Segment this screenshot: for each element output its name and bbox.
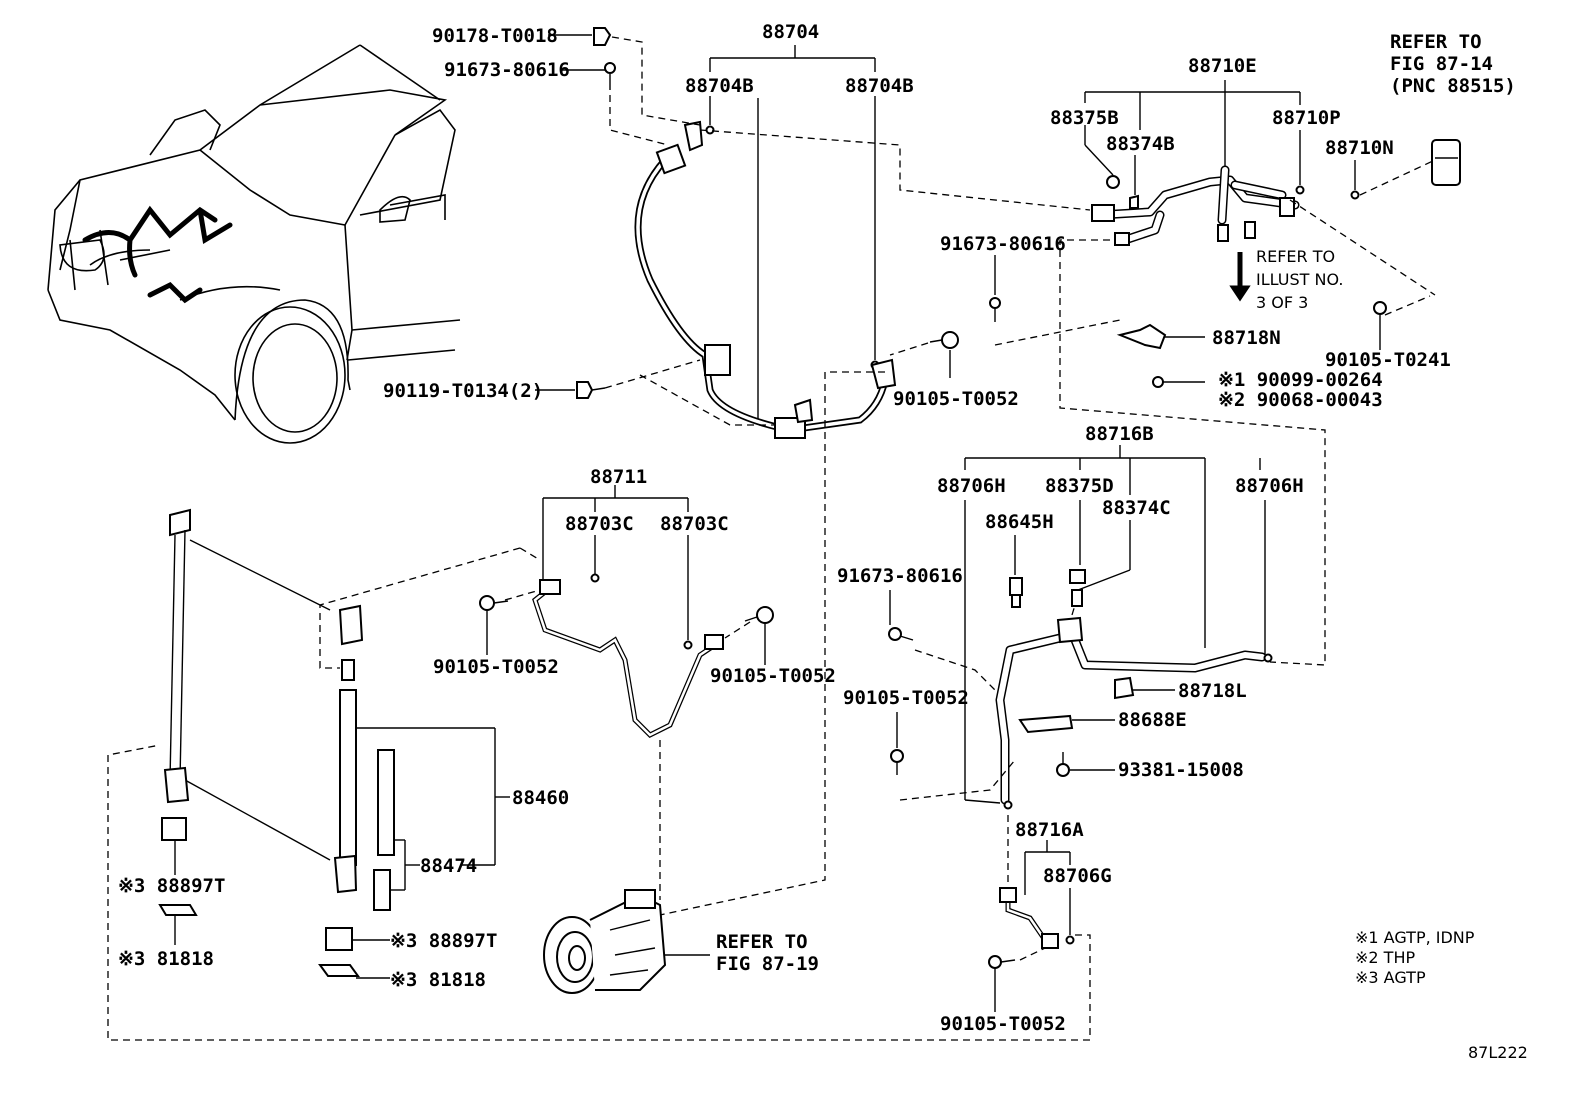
refer-fig-87-14-line2[interactable]: FIG 87-14: [1390, 53, 1493, 75]
diagram-id: 87L222: [1468, 1043, 1528, 1062]
pipe-88716B-group: [888, 445, 1273, 810]
label-88704B-right[interactable]: 88704B: [845, 75, 914, 97]
label-93381-15008[interactable]: 93381-15008: [1118, 759, 1244, 781]
label-88706H-left[interactable]: 88706H: [937, 475, 1006, 497]
label-88703C-right[interactable]: 88703C: [660, 513, 729, 535]
label-90178-T0018[interactable]: 90178-T0018: [432, 25, 558, 47]
label-88716B[interactable]: 88716B: [1085, 423, 1154, 445]
label-88704[interactable]: 88704: [762, 21, 819, 43]
label-88718N[interactable]: 88718N: [1212, 327, 1281, 349]
label-88706H-right[interactable]: 88706H: [1235, 475, 1304, 497]
label-90105-T0052-88711-left[interactable]: 90105-T0052: [433, 656, 559, 678]
label-88710N[interactable]: 88710N: [1325, 137, 1394, 159]
label-90119-T0134[interactable]: 90119-T0134(2): [383, 380, 543, 402]
label-90105-T0052-mid[interactable]: 90105-T0052: [893, 388, 1019, 410]
label-88688E[interactable]: 88688E: [1118, 709, 1187, 731]
label-81818-left[interactable]: ※3 81818: [118, 948, 214, 970]
label-90105-T0052-88711-right[interactable]: 90105-T0052: [710, 665, 836, 687]
label-88897T-right[interactable]: ※3 88897T: [390, 930, 497, 952]
condenser-88460-group: [158, 508, 510, 979]
label-88374B[interactable]: 88374B: [1106, 133, 1175, 155]
label-90068-00043[interactable]: ※2 90068-00043: [1218, 389, 1383, 411]
label-88704B-left[interactable]: 88704B: [685, 75, 754, 97]
label-88474[interactable]: 88474: [420, 855, 477, 877]
part-labels: 88704 88704B 88704B 90178-T0018 91673-80…: [118, 21, 1516, 1035]
label-90099-00264[interactable]: ※1 90099-00264: [1218, 369, 1383, 391]
pipe-88710E-group: [989, 80, 1461, 666]
label-88703C-left[interactable]: 88703C: [565, 513, 634, 535]
pipe-88716A-group: [107, 744, 1091, 1041]
refer-fig-87-19-line2[interactable]: FIG 87-19: [716, 953, 819, 975]
label-90105-T0052-lower-right[interactable]: 90105-T0052: [843, 687, 969, 709]
refer-fig-87-19-line1[interactable]: REFER TO: [716, 931, 808, 953]
refer-illust-line1[interactable]: REFER TO: [1256, 247, 1335, 266]
label-88710P[interactable]: 88710P: [1272, 107, 1341, 129]
hose-88711-group: [319, 485, 774, 900]
label-81818-right[interactable]: ※3 81818: [390, 969, 486, 991]
vehicle-illustration: [47, 44, 461, 444]
label-88375B[interactable]: 88375B: [1050, 107, 1119, 129]
label-88375D[interactable]: 88375D: [1045, 475, 1114, 497]
compressor-illustration: [543, 889, 710, 994]
label-90105-T0052-bottom[interactable]: 90105-T0052: [940, 1013, 1066, 1035]
label-88718L[interactable]: 88718L: [1178, 680, 1247, 702]
refer-illust-line2[interactable]: ILLUST NO.: [1256, 270, 1343, 289]
legend-note-3: ※3 AGTP: [1355, 968, 1426, 987]
refer-illust-line3[interactable]: 3 OF 3: [1256, 293, 1308, 312]
label-88706G[interactable]: 88706G: [1043, 865, 1112, 887]
label-88645H[interactable]: 88645H: [985, 511, 1054, 533]
label-91673-80616-right[interactable]: 91673-80616: [940, 233, 1066, 255]
label-88716A[interactable]: 88716A: [1015, 819, 1084, 841]
label-91673-80616-lower[interactable]: 91673-80616: [837, 565, 963, 587]
label-88460[interactable]: 88460: [512, 787, 569, 809]
legend-note-1: ※1 AGTP, IDNP: [1355, 928, 1475, 947]
legend-note-2: ※2 THP: [1355, 948, 1415, 967]
legend: ※1 AGTP, IDNP ※2 THP ※3 AGTP 87L222: [1355, 928, 1528, 1062]
label-88897T-left[interactable]: ※3 88897T: [118, 875, 225, 897]
label-88711[interactable]: 88711: [590, 466, 647, 488]
refer-fig-87-14-line3[interactable]: (PNC 88515): [1390, 75, 1516, 97]
label-90105-T0241[interactable]: 90105-T0241: [1325, 349, 1451, 371]
hose-88704-group: [535, 27, 1091, 916]
label-91673-80616-top[interactable]: 91673-80616: [444, 59, 570, 81]
label-88374C[interactable]: 88374C: [1102, 497, 1171, 519]
refer-fig-87-14-line1[interactable]: REFER TO: [1390, 31, 1482, 53]
label-88710E[interactable]: 88710E: [1188, 55, 1257, 77]
